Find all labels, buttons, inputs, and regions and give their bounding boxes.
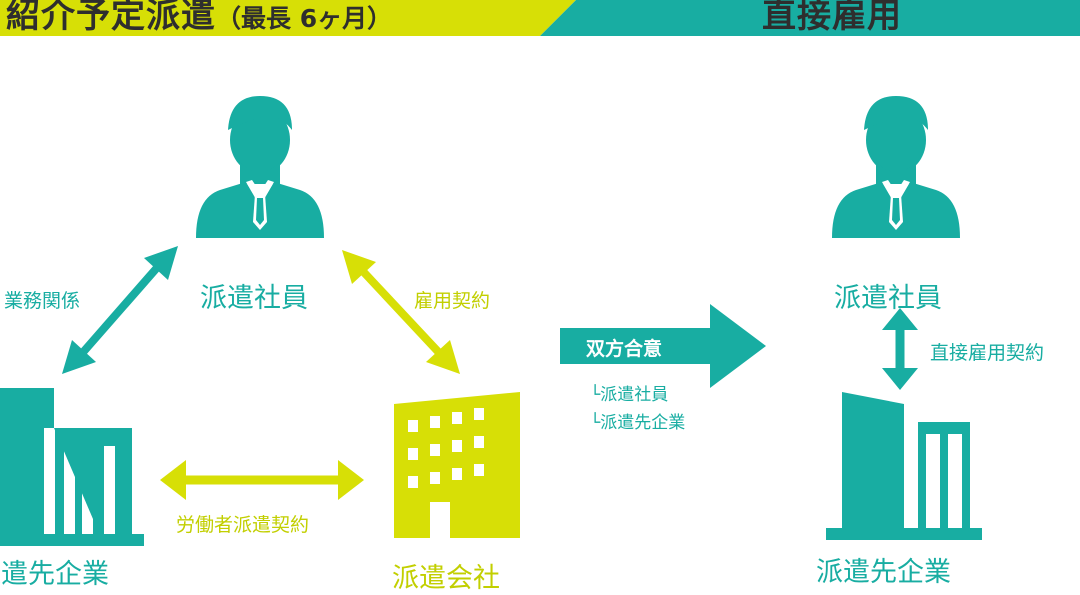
direct-worker-label: 派遣社員 bbox=[834, 283, 942, 314]
agreement-party-worker: └派遣社員 bbox=[590, 385, 669, 405]
agreement-arrow-icon bbox=[560, 304, 766, 388]
employment-contract-arrow-icon bbox=[342, 250, 460, 374]
banner-right-title: 直接雇用 bbox=[762, 0, 902, 36]
banner-left-subtitle: （最長 6ヶ月） bbox=[216, 4, 393, 33]
worker-person-icon bbox=[196, 96, 324, 238]
agreement-label: 双方合意 bbox=[586, 338, 663, 360]
banner-left-title-text: 紹介予定派遣 bbox=[6, 0, 216, 36]
agreement-party-client: └派遣先企業 bbox=[590, 413, 686, 433]
direct-contract-label: 直接雇用契約 bbox=[930, 342, 1045, 364]
employment-contract-label: 雇用契約 bbox=[414, 290, 491, 312]
agency-building-icon bbox=[394, 392, 520, 538]
dispatch-contract-label: 労働者派遣契約 bbox=[176, 514, 310, 536]
banner bbox=[0, 0, 1080, 36]
direct-worker-person-icon bbox=[832, 96, 960, 238]
direct-contract-arrow-icon bbox=[882, 308, 918, 390]
worker-label: 派遣社員 bbox=[200, 283, 308, 314]
dispatch-contract-arrow-icon bbox=[160, 460, 364, 500]
business-relation-label: 業務関係 bbox=[4, 290, 81, 312]
diagram-graphics bbox=[0, 0, 1080, 546]
direct-client-building-icon bbox=[826, 392, 982, 540]
agency-label: 派遣会社 bbox=[392, 563, 500, 594]
banner-left-title: 紹介予定派遣（最長 6ヶ月） bbox=[6, 0, 392, 37]
client-company-label: 派遣先企業 bbox=[0, 559, 109, 590]
client-company-building-icon bbox=[0, 388, 144, 546]
business-relation-arrow-icon bbox=[62, 246, 178, 374]
direct-client-label: 派遣先企業 bbox=[816, 557, 951, 588]
